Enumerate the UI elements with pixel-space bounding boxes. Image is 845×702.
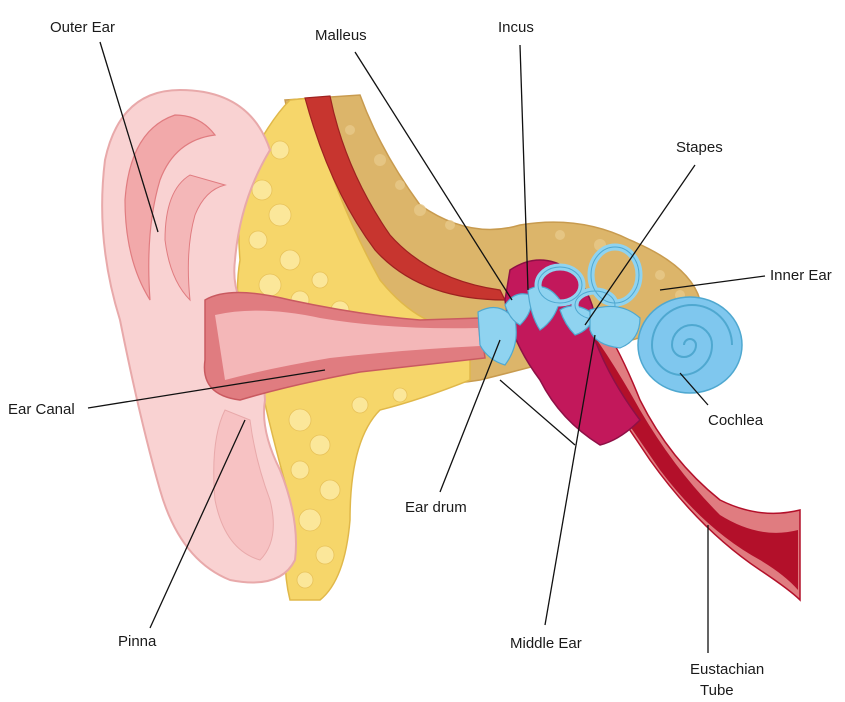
label-eustachian-line1: Eustachian bbox=[690, 661, 764, 678]
label-cochlea: Cochlea bbox=[708, 412, 764, 429]
label-middle-ear: Middle Ear bbox=[510, 635, 582, 652]
label-eustachian-line2: Tube bbox=[700, 682, 734, 699]
label-incus: Incus bbox=[498, 19, 534, 36]
label-inner-ear: Inner Ear bbox=[770, 267, 832, 284]
label-stapes: Stapes bbox=[676, 139, 723, 156]
cochlea-shape bbox=[638, 297, 742, 393]
label-ear-canal: Ear Canal bbox=[8, 401, 75, 418]
label-outer-ear: Outer Ear bbox=[50, 19, 115, 36]
label-malleus: Malleus bbox=[315, 27, 367, 44]
label-ear-drum: Ear drum bbox=[405, 499, 467, 516]
label-pinna: Pinna bbox=[118, 633, 157, 650]
